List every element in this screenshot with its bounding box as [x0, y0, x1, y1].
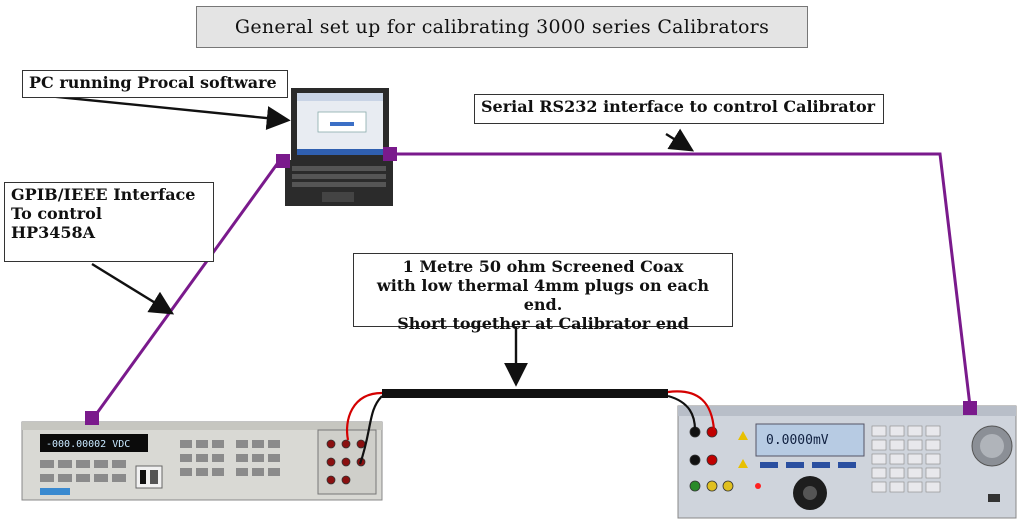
- gpib-connector-dmm: [85, 411, 99, 425]
- arrow-gpib: [91, 262, 175, 315]
- serial-interface-label: Serial RS232 interface to control Calibr…: [474, 94, 884, 124]
- calibrator: 0.0000mV: [677, 405, 1017, 519]
- multimeter-display-text: -000.00002 VDC: [46, 439, 130, 450]
- coax-label-line: Short together at Calibrator end: [397, 314, 689, 333]
- calibrator-display-text: 0.0000mV: [766, 433, 829, 448]
- coax-black-lead-calibrator: [667, 394, 697, 431]
- calibrator-display: [755, 423, 865, 457]
- coax-black-lead-dmm: [358, 395, 383, 465]
- gpib-interface-label: GPIB/IEEE Interface To control HP3458A: [4, 182, 214, 262]
- diagram-title-text: General set up for calibrating 3000 seri…: [234, 15, 770, 38]
- pc-label: PC running Procal software: [22, 70, 288, 98]
- coax-label-line: with low thermal 4mm plugs on each end.: [376, 276, 710, 314]
- gpib-label-line: To control: [11, 204, 102, 223]
- arrow-serial: [665, 128, 695, 152]
- gpib-cable: [90, 159, 282, 421]
- diagram-title: General set up for calibrating 3000 seri…: [196, 6, 808, 48]
- rs232-connector-calibrator: [963, 401, 977, 415]
- multimeter-hp3458a: -000.00002 VDC: [21, 421, 383, 501]
- arrow-pc: [47, 94, 291, 131]
- multimeter-display: [40, 434, 148, 452]
- gpib-label-line: HP3458A: [11, 223, 96, 242]
- laptop: [285, 88, 393, 206]
- coax-red-lead-dmm: [346, 391, 383, 441]
- coax-cable: [382, 389, 668, 398]
- gpib-connector-pc: [276, 154, 290, 168]
- rs232-connector-pc: [383, 147, 397, 161]
- coax-red-lead-calibrator: [667, 390, 716, 431]
- gpib-label-line: GPIB/IEEE Interface: [11, 185, 196, 204]
- rs232-cable: [390, 152, 972, 407]
- coax-cable-label: 1 Metre 50 ohm Screened Coax with low th…: [353, 253, 733, 333]
- coax-label-line: 1 Metre 50 ohm Screened Coax: [402, 257, 684, 276]
